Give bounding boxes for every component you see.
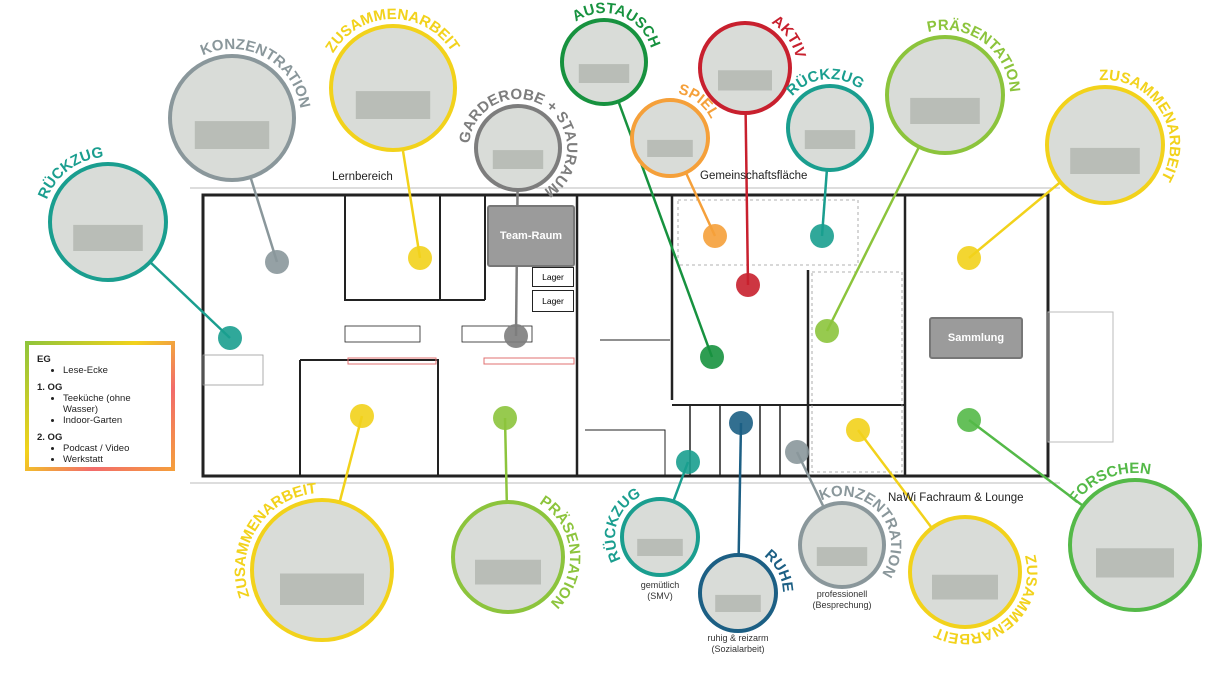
- bubble-konzentration-top: KONZENTRATION: [168, 36, 313, 182]
- photo-placeholder: [578, 64, 630, 83]
- legend-item: Podcast / Video: [63, 443, 163, 454]
- location-dot-ruhe: [729, 411, 753, 435]
- photo-circle: [885, 35, 1005, 155]
- location-dot-praesentation-bottom: [493, 406, 517, 430]
- bubble-rueckzug-bottom: RÜCKZUG: [602, 485, 700, 577]
- location-dot-zusammenarbeit-bottom-left: [350, 404, 374, 428]
- room-team-raum: Team-Raum: [487, 205, 575, 267]
- photo-circle: [329, 24, 457, 152]
- legend-list: Lese-Ecke: [37, 365, 163, 376]
- photo-circle: [1068, 478, 1202, 612]
- legend-item: Teeküche (ohne Wasser): [63, 393, 163, 415]
- photo-circle: [620, 497, 700, 577]
- bubble-rueckzug-left: RÜCKZUG: [35, 144, 168, 282]
- location-dot-zusammenarbeit-bottom-right: [846, 418, 870, 442]
- photo-circle: [474, 104, 562, 192]
- location-dot-rueckzug-bottom: [676, 450, 700, 474]
- location-dot-austausch: [700, 345, 724, 369]
- bubble-zusammenarbeit-bottom-right: ZUSAMMENARBEIT: [908, 515, 1040, 647]
- caption-ruhe: ruhig & reizarm (Sozialarbeit): [707, 633, 768, 655]
- location-dot-rueckzug-left: [218, 326, 242, 350]
- room-lager-1: Lager: [532, 267, 574, 287]
- legend-item: Indoor-Garten: [63, 415, 163, 426]
- photo-circle: [798, 501, 886, 589]
- photo-circle: [698, 21, 792, 115]
- room-sammlung: Sammlung: [929, 317, 1023, 359]
- bubble-garderobe: GARDEROBE + STAURAUM: [456, 86, 580, 201]
- photo-placeholder: [715, 594, 761, 612]
- connector-line: [602, 61, 714, 358]
- photo-placeholder: [1096, 548, 1174, 578]
- caption-line: (Besprechung): [812, 600, 872, 610]
- caption-line: (SMV): [647, 591, 673, 601]
- bubble-austausch: AUSTAUSCH: [560, 0, 663, 106]
- location-dot-konzentration-top: [265, 250, 289, 274]
- photo-placeholder: [355, 91, 431, 119]
- legend-list: Podcast / VideoWerkstatt: [37, 443, 163, 465]
- legend-item: Werkstatt: [63, 454, 163, 465]
- caption-line: (Sozialarbeit): [711, 644, 765, 654]
- photo-placeholder: [932, 574, 998, 600]
- photo-placeholder: [910, 97, 980, 124]
- photo-placeholder: [637, 538, 683, 556]
- photo-circle: [48, 162, 168, 282]
- bubble-zusammenarbeit-bottom-left: ZUSAMMENARBEIT: [232, 480, 394, 642]
- photo-placeholder: [816, 547, 868, 566]
- photo-placeholder: [73, 224, 143, 251]
- photo-placeholder: [475, 559, 541, 585]
- bubble-praesentation-top: PRÄSENTATION: [885, 17, 1023, 155]
- photo-placeholder: [647, 139, 693, 157]
- location-dot-spiel: [703, 224, 727, 248]
- photo-circle: [786, 84, 874, 172]
- photo-placeholder: [194, 121, 270, 149]
- legend-list: Teeküche (ohne Wasser)Indoor-Garten: [37, 393, 163, 426]
- room-lager-2: Lager: [532, 290, 574, 312]
- location-dot-rueckzug-top: [810, 224, 834, 248]
- photo-circle: [250, 498, 394, 642]
- caption-rueckzug: gemütlich (SMV): [641, 580, 680, 602]
- location-dot-zusammenarbeit-top: [408, 246, 432, 270]
- photo-placeholder: [1070, 147, 1140, 174]
- bubble-ruhe: RUHE: [698, 546, 796, 633]
- caption-line: gemütlich: [640, 580, 680, 590]
- area-label-lernbereich: Lernbereich: [332, 171, 393, 183]
- bubble-forschen: FORSCHEN: [1066, 460, 1202, 612]
- legend-item: Lese-Ecke: [63, 365, 163, 376]
- area-label-gemeinschaftsflaeche: Gemeinschaftsfläche: [700, 170, 808, 182]
- location-dot-konzentration-bottom: [785, 440, 809, 464]
- photo-placeholder: [492, 150, 544, 169]
- photo-circle: [630, 98, 710, 178]
- location-dot-garderobe: [504, 324, 528, 348]
- photo-circle: [560, 18, 648, 106]
- photo-circle: [1045, 85, 1165, 205]
- bubble-zusammenarbeit-top: ZUSAMMENARBEIT: [322, 6, 463, 152]
- caption-line: professionell: [816, 589, 868, 599]
- photo-placeholder: [718, 70, 772, 91]
- location-dot-zusammenarbeit-right: [957, 246, 981, 270]
- location-dot-aktiv: [736, 273, 760, 297]
- photo-circle: [168, 54, 296, 182]
- photo-circle: [698, 553, 778, 633]
- legend-group-title: 1. OG: [37, 382, 63, 393]
- floor-plan: [190, 187, 1114, 484]
- bubble-rueckzug-top: RÜCKZUG: [783, 66, 874, 172]
- caption-konzentration: professionell (Besprechung): [812, 589, 871, 611]
- location-dot-praesentation-top: [815, 319, 839, 343]
- photo-placeholder: [280, 573, 364, 605]
- location-dot-forschen: [957, 408, 981, 432]
- photo-circle: [908, 515, 1022, 629]
- caption-line: ruhig & reizarm: [707, 633, 769, 643]
- bubble-zusammenarbeit-right: ZUSAMMENARBEIT: [1045, 67, 1183, 205]
- photo-placeholder: [804, 130, 856, 149]
- legend-group-title: 2. OG: [37, 432, 63, 443]
- area-label-nawi: NaWi Fachraum & Lounge: [888, 492, 1024, 504]
- legend-group-title: EG: [37, 354, 51, 365]
- bubble-praesentation-bottom: PRÄSENTATION: [451, 492, 583, 614]
- photo-circle: [451, 500, 565, 614]
